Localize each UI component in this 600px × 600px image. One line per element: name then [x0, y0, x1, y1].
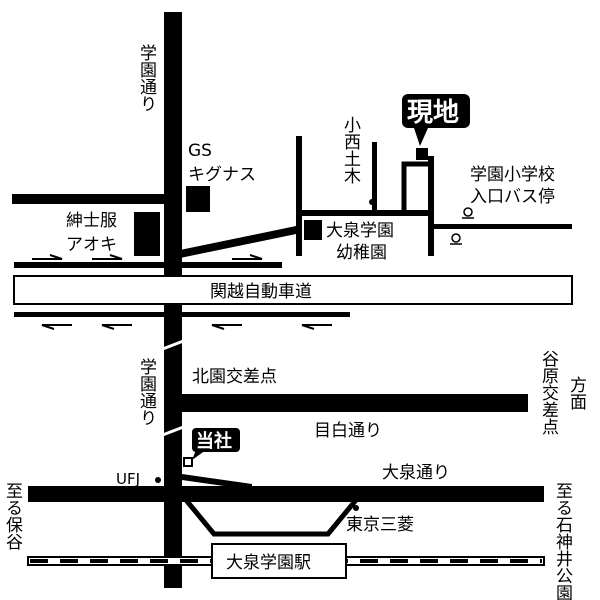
gs-kygnus-building	[186, 186, 210, 212]
traffic-arrow	[101, 324, 132, 330]
mejiro-dori-label: 目白通り	[314, 421, 382, 441]
shinshifuku-label: 紳士服	[66, 211, 117, 231]
traffic-arrow	[32, 254, 63, 260]
expressway-label: 関越自動車道	[210, 282, 312, 302]
station-label: 大泉学園駅	[226, 553, 311, 573]
service-road-south	[14, 312, 350, 317]
road-break-mark	[159, 338, 187, 352]
itaru-shakujii-label: 至る石神井公園	[552, 482, 573, 600]
bus-stop-icon	[450, 233, 462, 245]
konishi-doboku-label: 小西土木	[340, 116, 361, 184]
tousha-label: 当社	[196, 430, 232, 452]
traffic-arrow	[41, 324, 72, 330]
school-bus-stop-label-2: 入口バス停	[470, 187, 555, 207]
mejiro-dori-road	[172, 394, 528, 412]
ufj-dot	[155, 477, 161, 483]
road-to-bus-stop	[432, 224, 572, 229]
kindergarten-building	[304, 220, 322, 240]
office-diagonal-road	[182, 474, 252, 490]
konishi-doboku-dot	[369, 199, 375, 205]
oizumi-dori-road	[28, 486, 544, 502]
site-lot-outline	[401, 161, 430, 212]
aoki-building	[134, 212, 160, 256]
kitazono-kosaten-label: 北園交差点	[192, 367, 277, 387]
tousha-callout-box	[192, 428, 240, 452]
itaru-hoya-label: 至る保谷	[2, 482, 23, 550]
genchi-callout-box	[402, 94, 470, 128]
kindergarten-label-2: 幼稚園	[336, 243, 387, 263]
tokyo-mitsubishi-label: 東京三菱	[346, 515, 414, 535]
gakuen-dori-label-mid: 学園通り	[136, 358, 157, 426]
aoki-label: アオキ	[66, 235, 117, 255]
kindergarten-label-1: 大泉学園	[326, 221, 394, 241]
service-road-north	[14, 262, 282, 268]
expressway-road	[13, 275, 573, 305]
road-vertical-mid	[372, 142, 377, 214]
gs-label: GS	[188, 141, 212, 161]
traffic-arrow	[232, 254, 263, 260]
road-break-mark	[159, 424, 187, 438]
houmen-label: 方面	[566, 376, 587, 410]
kygnus-label: キグナス	[188, 165, 256, 185]
school-bus-stop-label-1: 学園小学校	[470, 165, 555, 185]
road-vertical-right	[428, 156, 434, 256]
gakuen-dori-label-top: 学園通り	[136, 44, 157, 112]
site-marker	[416, 148, 428, 160]
ufj-label: UFJ	[116, 470, 140, 488]
kindergarten-road	[296, 210, 432, 216]
genchi-callout-pointer	[414, 128, 428, 146]
upper-left-road	[12, 194, 172, 204]
tokyo-mitsubishi-dot	[353, 505, 359, 511]
road-vertical-left	[296, 136, 302, 256]
station-loop-road	[184, 498, 358, 537]
traffic-arrow	[301, 324, 332, 330]
tousha-callout-pointer	[192, 450, 206, 460]
traffic-arrow	[92, 254, 123, 260]
diagonal-road	[180, 226, 296, 258]
oizumi-dori-label: 大泉通り	[382, 463, 450, 483]
bus-stop-icon	[462, 207, 474, 219]
traffic-arrow	[211, 324, 242, 330]
office-marker	[183, 457, 193, 467]
genchi-label: 現地	[407, 98, 459, 128]
station-box	[211, 543, 347, 579]
yahara-kosaten-label: 谷原交差点	[538, 350, 559, 435]
